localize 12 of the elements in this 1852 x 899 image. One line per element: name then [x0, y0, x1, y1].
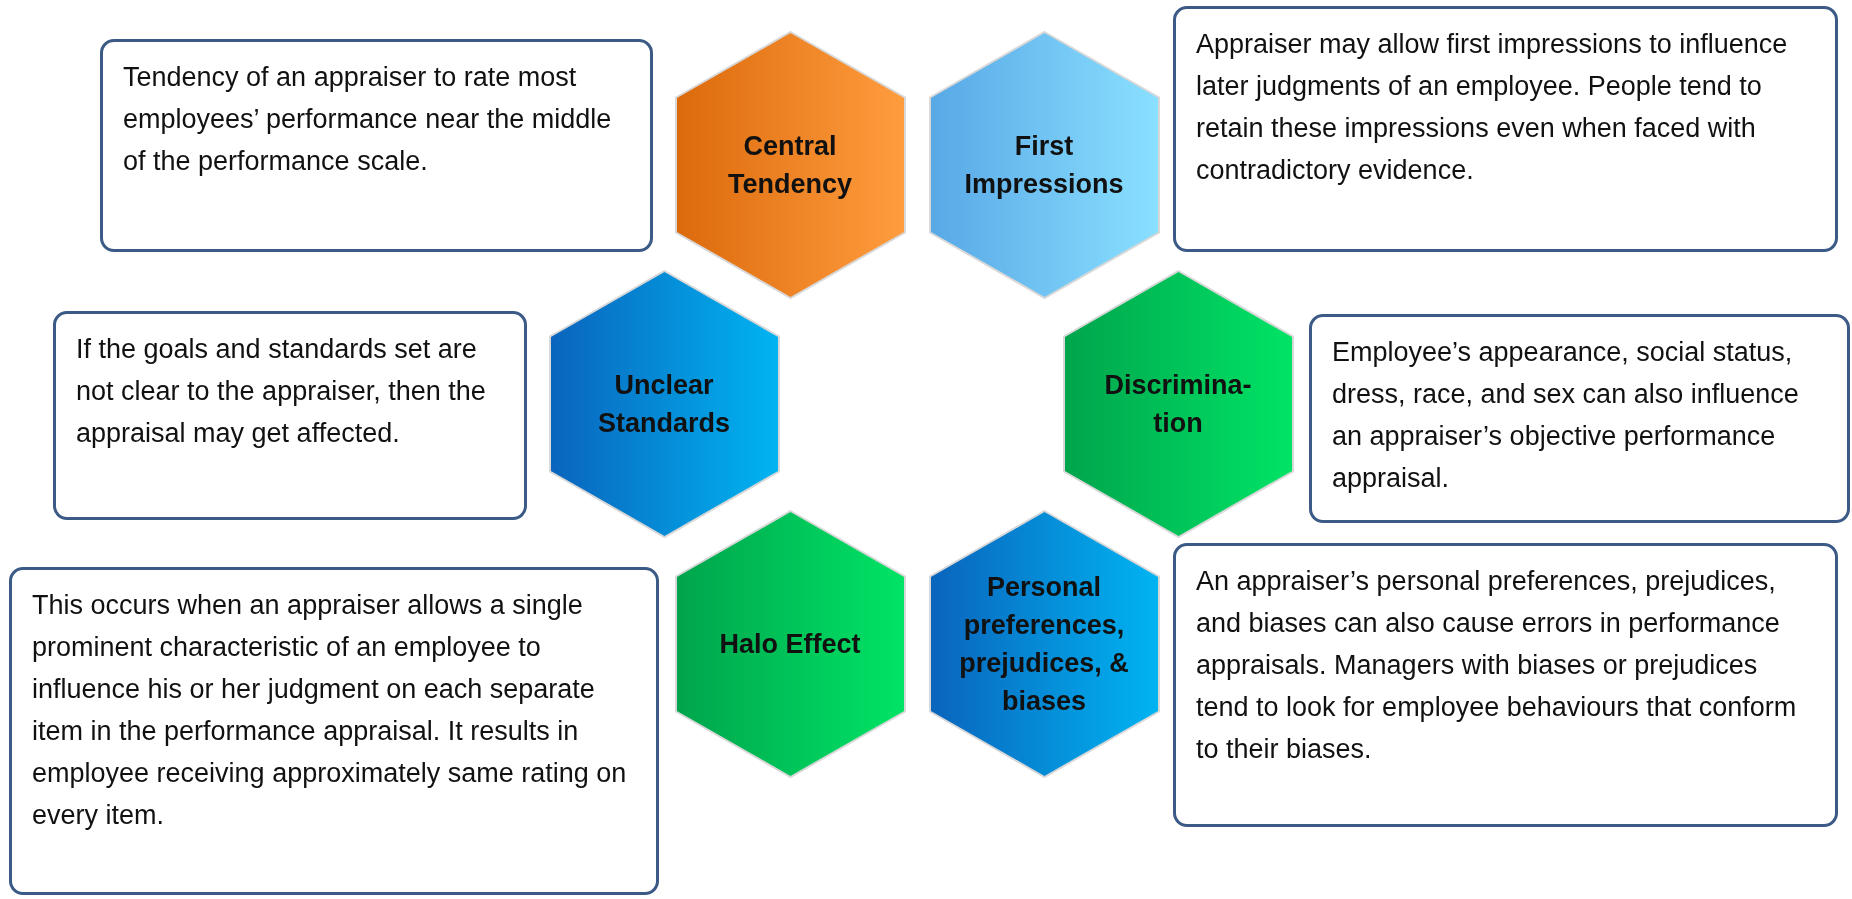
- description-box: Appraiser may allow first impressions to influence later judgments of an employee. People tend to retain these impressions even when faced with contradictory evidence.: [1173, 6, 1838, 252]
- description-box: An appraiser’s personal preferences, prejudices, and biases can also cause errors in performance appraisals. Managers with biases or prejudices tend to look for employee behaviours that conform to their biases.: [1173, 543, 1838, 827]
- hexagon-label: Personal preferences, prejudices, & biases: [958, 571, 1130, 718]
- description-box: This occurs when an appraiser allows a single prominent characteristic of an employee to influence his or her judgment on each separate item in the performance appraisal. It results in employee receiving approximately same rating on every item.: [9, 567, 659, 895]
- hexagon-label: Discrimina-tion: [1103, 369, 1253, 440]
- description-box: Employee’s appearance, social status, dress, race, and sex can also influence an appraiser’s objective performance appraisal.: [1309, 314, 1850, 523]
- hexagon-label: Halo Effect: [719, 628, 861, 661]
- description-box: Tendency of an appraiser to rate most employees’ performance near the middle of the performance scale.: [100, 39, 653, 252]
- hexagon-label: Central Tendency: [727, 130, 853, 201]
- hexagon-label: Unclear Standards: [596, 369, 731, 440]
- hexagon-label: First Impressions: [963, 130, 1125, 201]
- description-box: If the goals and standards set are not clear to the appraiser, then the appraisal may get affected.: [53, 311, 527, 520]
